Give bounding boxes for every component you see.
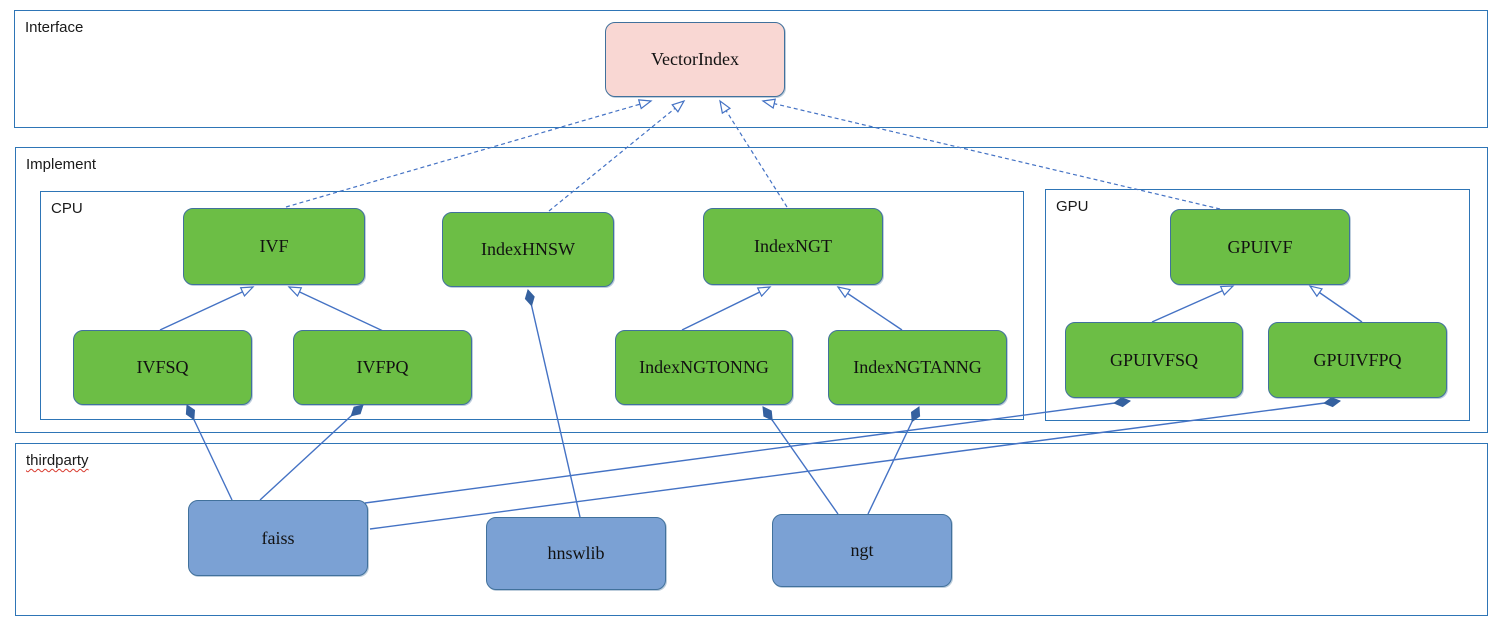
node-indexngtanng: IndexNGTANNG	[828, 330, 1007, 405]
node-indexngt: IndexNGT	[703, 208, 883, 285]
node-indexhnsw: IndexHNSW	[442, 212, 614, 287]
container-implement-label: Implement	[26, 156, 97, 173]
node-faiss: faiss	[188, 500, 368, 576]
node-hnswlib: hnswlib	[486, 517, 666, 590]
node-ivfpq: IVFPQ	[293, 330, 472, 405]
node-ngt: ngt	[772, 514, 952, 587]
node-ivfsq: IVFSQ	[73, 330, 252, 405]
node-vectorindex: VectorIndex	[605, 22, 785, 97]
node-gpuivfpq: GPUIVFPQ	[1268, 322, 1447, 398]
node-gpuivf: GPUIVF	[1170, 209, 1350, 285]
node-indexngtonng: IndexNGTONNG	[615, 330, 793, 405]
container-thirdparty-label: thirdparty	[26, 452, 89, 469]
container-interface-label: Interface	[25, 19, 84, 36]
container-cpu-label: CPU	[51, 200, 83, 217]
container-gpu-label: GPU	[1056, 198, 1089, 215]
node-ivf: IVF	[183, 208, 365, 285]
node-gpuivfsq: GPUIVFSQ	[1065, 322, 1243, 398]
